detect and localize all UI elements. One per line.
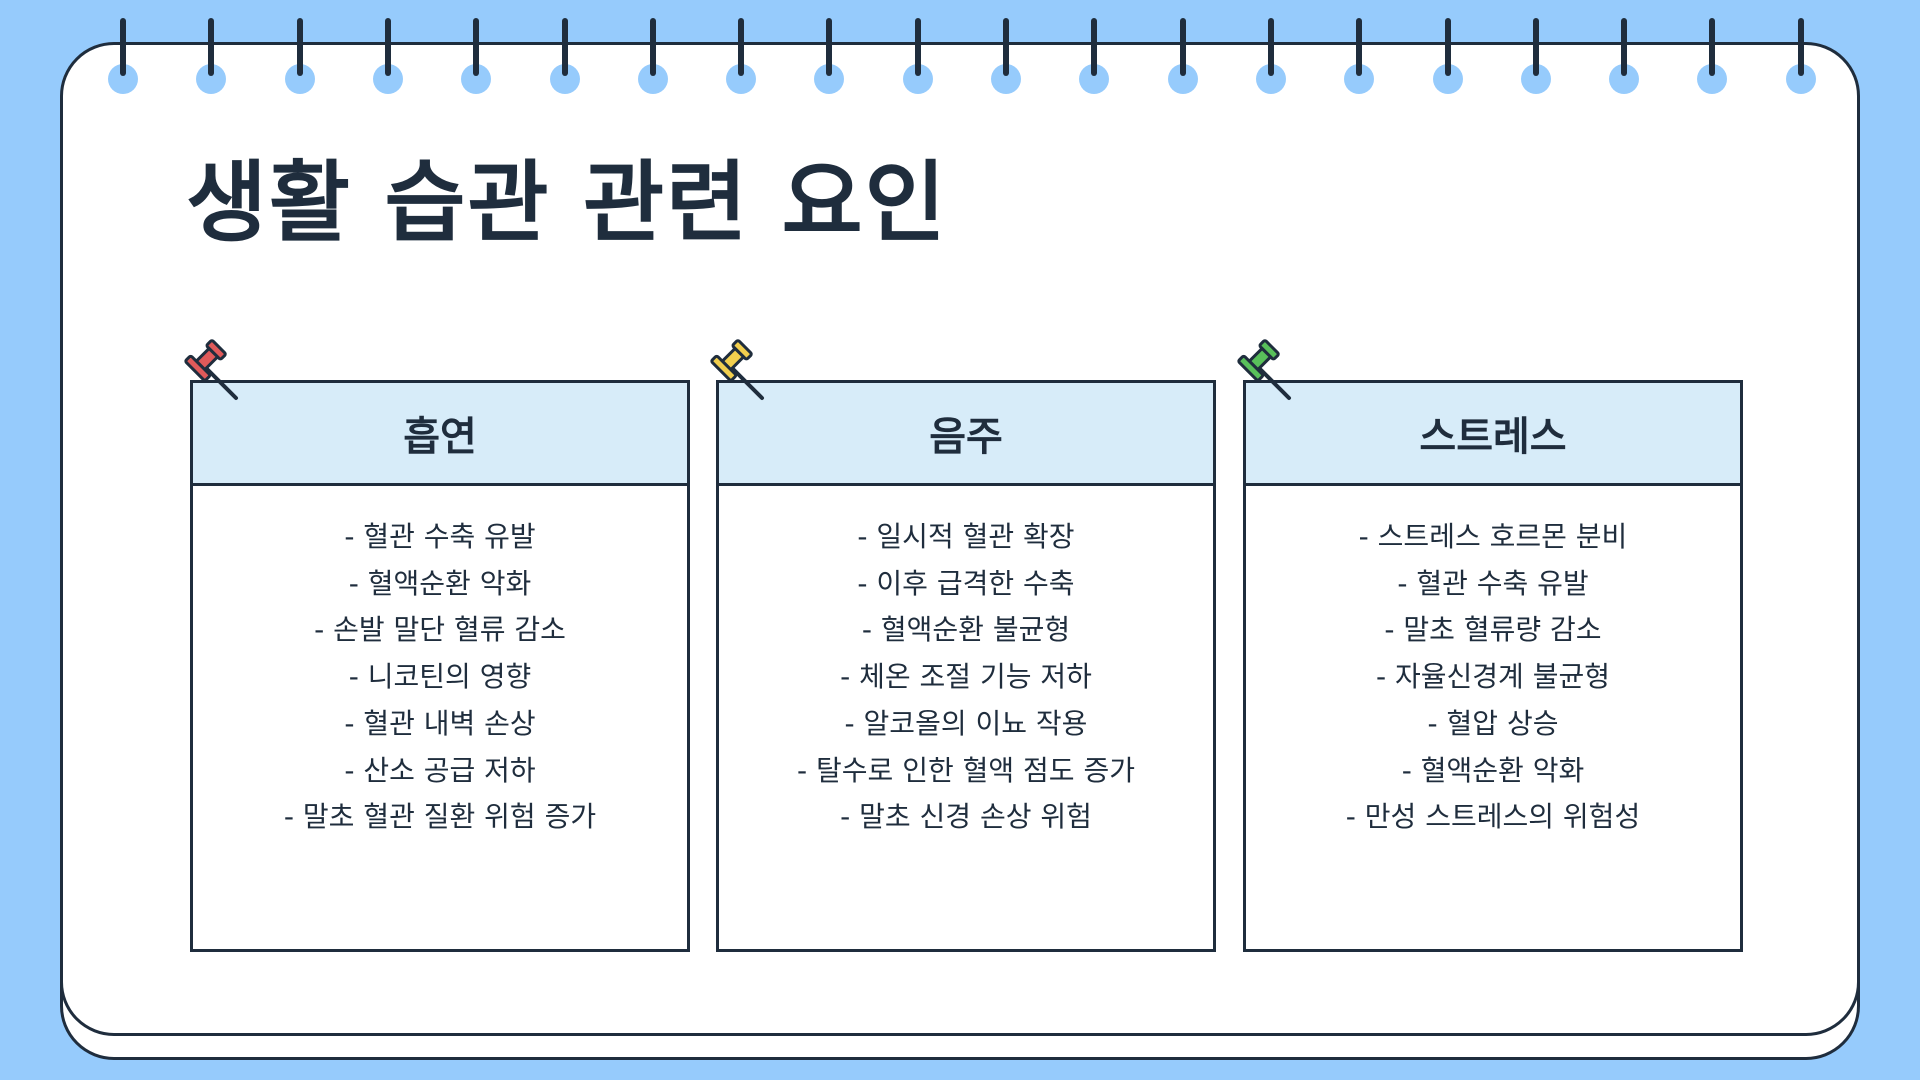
spiral-ring [283,18,317,94]
spiral-ring [724,18,758,94]
list-item: - 혈관 수축 유발 [344,520,536,553]
spiral-ring [1607,18,1641,94]
spiral-ring [989,18,1023,94]
red-pushpin-icon [184,339,238,400]
spiral-ring [1519,18,1553,94]
list-item: - 니코틴의 영향 [348,660,532,694]
spiral-ring [1077,18,1111,94]
spiral-ring [459,18,493,94]
spiral-ring [106,18,140,94]
card-drinking: 음주 - 일시적 혈관 확장 - 이후 급격한 수축 - 혈액순환 불균형 - … [716,380,1216,952]
spiral-ring [1431,18,1465,94]
list-item: - 혈관 수축 유발 [1397,566,1589,600]
card-list: - 혈관 수축 유발 - 혈액순환 악화 - 손발 말단 혈류 감소 - 니코틴… [193,486,687,841]
spiral-ring [901,18,935,94]
spiral-ring [194,18,228,94]
spiral-ring [548,18,582,94]
list-item: - 체온 조절 기능 저하 [840,660,1092,694]
list-item: - 혈액순환 불균형 [861,613,1071,647]
list-item: - 혈액순환 악화 [1401,753,1585,787]
list-item: - 만성 스트레스의 위험성 [1345,800,1641,834]
card-list: - 스트레스 호르몬 분비 - 혈관 수축 유발 - 말초 혈류량 감소 - 자… [1246,486,1740,841]
list-item: - 탈수로 인한 혈액 점도 증가 [797,753,1135,787]
spiral-ring [1784,18,1818,94]
list-item: - 혈관 내벽 손상 [344,706,536,740]
list-item: - 자율신경계 불균형 [1376,660,1610,694]
list-item: - 산소 공급 저하 [344,753,536,787]
spiral-ring [1695,18,1729,94]
list-item: - 손발 말단 혈류 감소 [314,613,566,647]
spiral-ring [636,18,670,94]
list-item: - 이후 급격한 수축 [857,566,1075,600]
card-smoking: 흡연 - 혈관 수축 유발 - 혈액순환 악화 - 손발 말단 혈류 감소 - … [190,380,690,952]
list-item: - 혈액순환 악화 [348,566,532,600]
card-header: 흡연 [193,383,687,486]
list-item: - 알코올의 이뇨 작용 [844,706,1088,740]
spiral-ring [1254,18,1288,94]
green-pushpin-icon [1237,339,1291,400]
card-list: - 일시적 혈관 확장 - 이후 급격한 수축 - 혈액순환 불균형 - 체온 … [719,486,1213,841]
spiral-ring [1166,18,1200,94]
list-item: - 말초 혈류량 감소 [1384,613,1602,647]
list-item: - 혈압 상승 [1427,706,1559,740]
list-item: - 일시적 혈관 확장 [857,520,1075,553]
card-header: 음주 [719,383,1213,486]
list-item: - 말초 혈관 질환 위험 증가 [283,800,597,834]
list-item: - 스트레스 호르몬 분비 [1358,520,1628,553]
spiral-ring [812,18,846,94]
yellow-pushpin-icon [710,339,764,400]
spiral-ring [371,18,405,94]
page-title: 생활 습관 관련 요인 [186,151,948,254]
card-header: 스트레스 [1246,383,1740,486]
spiral-ring [1342,18,1376,94]
list-item: - 말초 신경 손상 위험 [840,800,1092,834]
card-stress: 스트레스 - 스트레스 호르몬 분비 - 혈관 수축 유발 - 말초 혈류량 감… [1243,380,1743,952]
